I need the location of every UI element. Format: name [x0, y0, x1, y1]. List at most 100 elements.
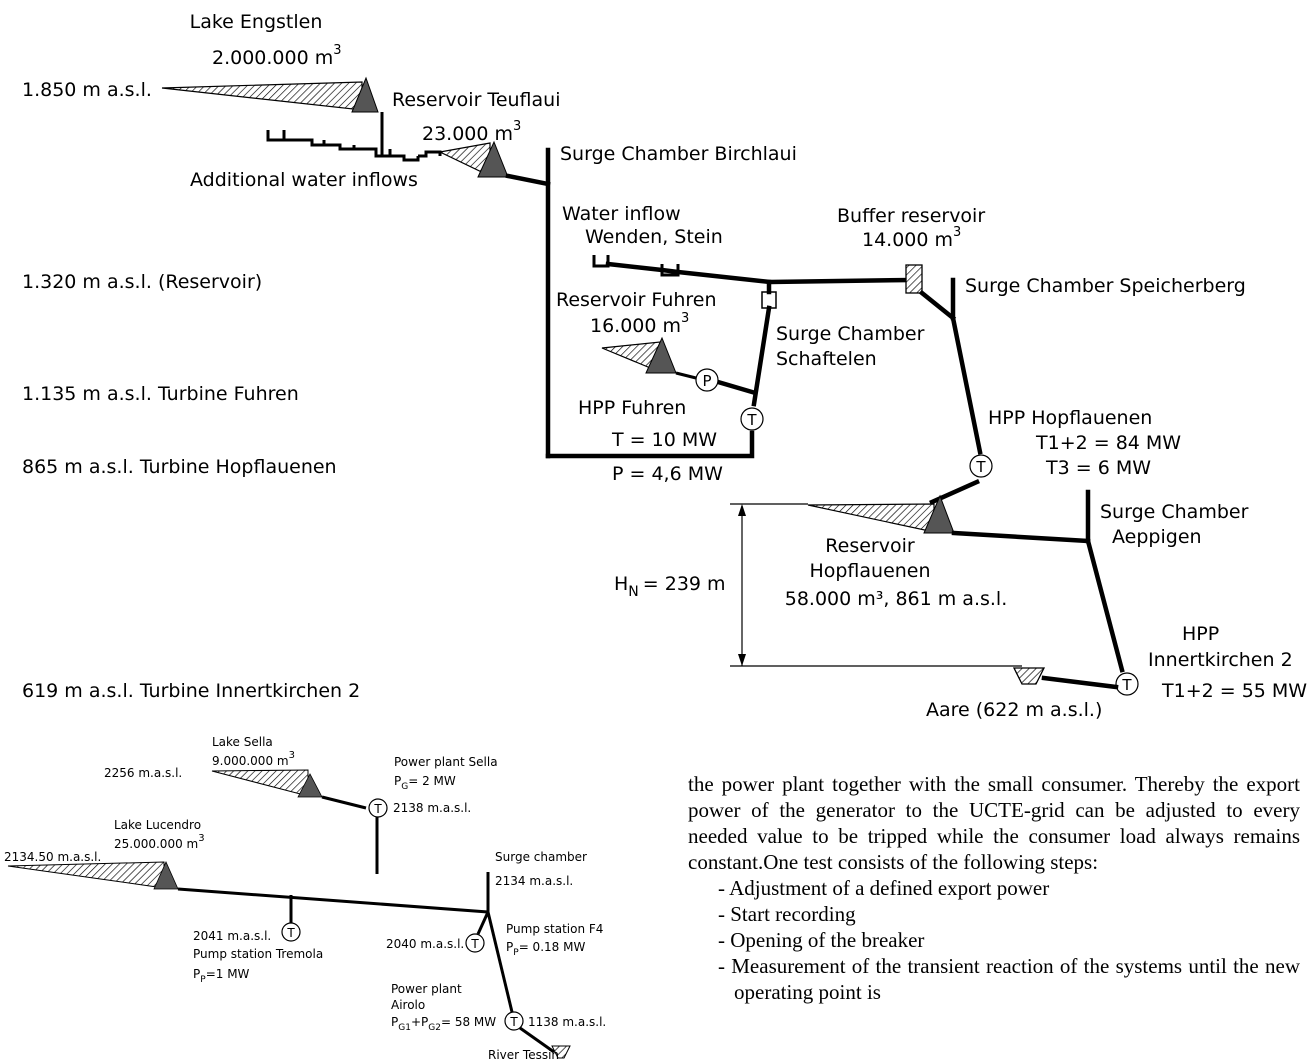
- pump-f4-label: Pump station F4: [506, 922, 603, 936]
- power-plant-airolo-power: PG1+PG2= 58 MW: [391, 1015, 496, 1033]
- pipe-birchlaui-fuhren: [545, 430, 755, 459]
- level-2134-50-label: 2134.50 m.a.s.l.: [4, 850, 101, 864]
- test-step: - Measurement of the transient reaction …: [718, 954, 1300, 1004]
- penstock-fuhren: [751, 305, 772, 407]
- power-plant-sella-label: Power plant Sella: [394, 755, 498, 769]
- penstock-innertkirchen: [1085, 538, 1125, 673]
- level-2138-label: 2138 m.a.s.l.: [393, 801, 471, 815]
- surge-birchlaui-label: Surge Chamber Birchlaui: [560, 143, 797, 165]
- test-step: - Start recording: [718, 902, 856, 926]
- hpp-fuhren-t: T = 10 MW: [611, 429, 717, 451]
- pipe-buffer-speicherberg: [918, 289, 957, 322]
- hpp-hopflauenen-t3: T3 = 6 MW: [1045, 457, 1151, 479]
- water-inflow-label: Water inflow: [562, 203, 681, 225]
- turbine-airolo-symbol: T: [504, 1011, 524, 1031]
- level-2040-label: 2040 m.a.s.l.: [386, 937, 464, 951]
- inflow-collector-pipe: [605, 261, 913, 285]
- level-1850-label: 1.850 m a.s.l.: [22, 79, 152, 101]
- level-1138-label: 1138 m.a.s.l.: [528, 1015, 606, 1029]
- tailrace-aare: [1041, 675, 1119, 690]
- hpp-fuhren-label: HPP Fuhren: [578, 397, 686, 419]
- penstock-teuflaui: [505, 173, 551, 187]
- pipe-f4: [476, 911, 490, 935]
- buffer-reservoir-label: Buffer reservoir: [837, 205, 985, 227]
- lake-lucendro-shape: [7, 861, 179, 890]
- penstock-hopflauenen: [950, 315, 983, 455]
- lake-engstlen-volume: 2.000.000 m3: [212, 43, 342, 69]
- additional-inflows-label: Additional water inflows: [190, 169, 418, 191]
- test-step: - Opening of the breaker: [718, 928, 925, 952]
- buffer-reservoir-volume: 14.000 m3: [862, 225, 961, 251]
- test-steps-list: - Adjustment of a defined export power -…: [688, 875, 1300, 1005]
- river-aare-shape: [1012, 667, 1046, 685]
- svg-text:P: P: [702, 372, 711, 390]
- lake-lucendro-volume: 25.000.000 m3: [114, 833, 205, 851]
- surge-speicherberg-label: Surge Chamber Speicherberg: [965, 275, 1246, 297]
- penstock-sella: [321, 795, 367, 810]
- pump-tremola-label: Pump station Tremola: [193, 947, 323, 961]
- power-plant-sella-power: PG= 2 MW: [394, 774, 456, 792]
- surge-schaftelen-label-2: Schaftelen: [776, 348, 877, 370]
- test-step: - Adjustment of a defined export power: [718, 876, 1050, 900]
- surge-chamber-label: Surge chamber: [495, 850, 587, 864]
- water-inflow-label-2: Wenden, Stein: [585, 226, 723, 248]
- svg-text:T: T: [286, 926, 295, 940]
- pipe-reservoir-aeppigen: [951, 530, 1091, 544]
- additional-inflows-symbols: [266, 112, 442, 162]
- reservoir-hopflauenen-shape: [807, 494, 955, 534]
- hpp-innertkirchen-label-2: Innertkirchen 2: [1148, 649, 1293, 671]
- lake-lucendro-label: Lake Lucendro: [114, 818, 201, 832]
- reservoir-hopflauenen-label-2: Hopflauenen: [809, 560, 930, 582]
- lake-sella-label: Lake Sella: [212, 735, 273, 749]
- lake-sella-volume: 9.000.000 m3: [212, 750, 295, 768]
- pipe-fuhren-pump: [675, 371, 697, 380]
- svg-text:T: T: [746, 411, 757, 429]
- lake-engstlen-label: Lake Engstlen: [190, 11, 323, 33]
- turbine-hopflauenen-symbol: T: [969, 454, 993, 478]
- pump-f4-power: PP= 0.18 MW: [506, 940, 585, 958]
- hpp-hopflauenen-t12: T1+2 = 84 MW: [1035, 432, 1181, 454]
- turbine-fuhren-symbol: T: [740, 407, 764, 431]
- svg-text:T: T: [373, 802, 382, 816]
- svg-text:T: T: [470, 937, 479, 951]
- reservoir-fuhren-label: Reservoir Fuhren: [556, 289, 717, 311]
- hpp-innertkirchen-t: T1+2 = 55 MW: [1161, 680, 1307, 702]
- svg-text:T: T: [509, 1015, 518, 1029]
- reservoir-teuflaui-shape: [438, 140, 509, 178]
- head-dimension-line: [730, 503, 1022, 667]
- main-pipe-lucendro: [177, 887, 489, 914]
- pump-fuhren-symbol: P: [695, 368, 719, 392]
- lake-engstlen-shape: [161, 76, 379, 113]
- hpp-hopflauenen-label: HPP Hopflauenen: [988, 407, 1152, 429]
- penstock-airolo: [486, 911, 514, 1013]
- river-tessin-shape: [551, 1045, 571, 1059]
- surge-aeppigen-label-2: Aeppigen: [1112, 526, 1202, 548]
- pump-f4-symbol: T: [465, 933, 485, 953]
- hpp-innertkirchen-label: HPP: [1182, 623, 1219, 645]
- svg-text:T: T: [975, 458, 986, 476]
- description-paragraph: the power plant together with the small …: [688, 772, 1300, 874]
- aare-label: Aare (622 m a.s.l.): [926, 699, 1102, 721]
- pump-tremola-power: PP=1 MW: [193, 967, 250, 985]
- hpp-fuhren-p: P = 4,6 MW: [612, 463, 723, 485]
- pump-tremola-symbol: T: [281, 922, 301, 942]
- surge-schaftelen-label: Surge Chamber: [776, 323, 925, 345]
- reservoir-teuflaui-volume: 23.000 m3: [422, 119, 521, 145]
- reservoir-teuflaui-label: Reservoir Teuflaui: [392, 89, 560, 111]
- power-plant-airolo-label-2: Airolo: [391, 998, 425, 1012]
- head-label: HN= 239 m: [614, 573, 726, 600]
- level-1135-label: 1.135 m a.s.l. Turbine Fuhren: [22, 383, 299, 405]
- svg-text:T: T: [1121, 676, 1132, 694]
- buffer-reservoir-shape: [905, 264, 923, 294]
- pipe-pump-turbine: [715, 379, 755, 395]
- reservoir-hopflauenen-label: Reservoir: [825, 535, 915, 557]
- level-2041-label: 2041 m.a.s.l.: [193, 929, 271, 943]
- level-1320-label: 1.320 m a.s.l. (Reservoir): [22, 271, 262, 293]
- level-2134-label: 2134 m.a.s.l.: [495, 874, 573, 888]
- river-tessin-label: River Tessin: [488, 1048, 559, 1062]
- level-2256-label: 2256 m.a.s.l.: [104, 766, 182, 780]
- surge-aeppigen-label: Surge Chamber: [1100, 501, 1249, 523]
- power-plant-airolo-label: Power plant: [391, 982, 462, 996]
- level-865-label: 865 m a.s.l. Turbine Hopflauenen: [22, 456, 337, 478]
